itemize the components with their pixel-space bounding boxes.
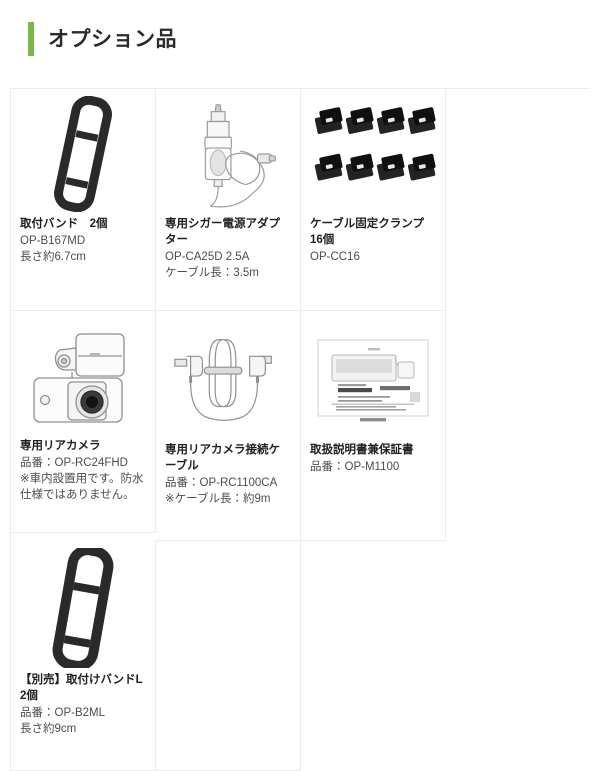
product-model: OP-CA25D 2.5A xyxy=(165,250,250,263)
product-spec: ケーブル長：3.5m xyxy=(165,266,259,279)
product-model: OP-CC16 xyxy=(310,250,360,263)
product-note: ※ケーブル長：約9m xyxy=(165,492,271,505)
product-cell[interactable]: 専用リアカメラ 品番：OP-RC24FHD ※車内設置用です。防水仕様ではありま… xyxy=(11,311,156,533)
product-note: ※車内設置用です。防水仕様ではありません。 xyxy=(20,472,144,501)
product-name: 専用シガー電源アダプター xyxy=(165,218,280,246)
product-text: 【別売】取付けバンドL 2個 品番：OP-B2ML 長さ約9cm xyxy=(20,673,146,737)
page-header: オプション品 xyxy=(0,0,600,56)
product-name: 取扱説明書兼保証書 xyxy=(310,444,414,456)
product-spec: 長さ約6.7cm xyxy=(20,250,86,263)
mounting-band-l-illustration xyxy=(20,547,146,669)
cable-clamp-illustration xyxy=(310,95,436,213)
product-cell[interactable]: ケーブル固定クランプ 16個 OP-CC16 xyxy=(301,89,446,311)
product-model: 品番：OP-B2ML xyxy=(20,706,105,719)
product-cell[interactable]: 取扱説明書兼保証書 品番：OP-M1100 xyxy=(301,311,446,541)
product-model: 品番：OP-M1100 xyxy=(310,460,400,473)
empty-cell xyxy=(156,541,301,771)
empty-cell-media xyxy=(165,547,291,669)
product-name: 取付バンド 2個 xyxy=(20,218,108,230)
product-text: ケーブル固定クランプ 16個 OP-CC16 xyxy=(310,217,436,266)
product-text: 取扱説明書兼保証書 品番：OP-M1100 xyxy=(310,443,436,476)
product-model: 品番：OP-RC1100CA xyxy=(165,476,278,489)
product-cell[interactable]: 【別売】取付けバンドL 2個 品番：OP-B2ML 長さ約9cm xyxy=(11,541,156,771)
instruction-manual-illustration xyxy=(310,317,436,439)
product-model: 品番：OP-RC24FHD xyxy=(20,456,128,469)
product-text: 専用リアカメラ 品番：OP-RC24FHD ※車内設置用です。防水仕様ではありま… xyxy=(20,439,146,503)
product-text: 専用シガー電源アダプター OP-CA25D 2.5A ケーブル長：3.5m xyxy=(165,217,291,281)
product-name: 【別売】取付けバンドL 2個 xyxy=(20,674,143,702)
mounting-band-illustration xyxy=(20,95,146,213)
product-text: 取付バンド 2個 OP-B167MD 長さ約6.7cm xyxy=(20,217,146,266)
rear-camera-cable-illustration xyxy=(165,317,291,439)
product-name: 専用リアカメラ接続ケーブル xyxy=(165,444,280,472)
cigarette-power-adapter-illustration xyxy=(165,95,291,213)
option-parts-grid: 取付バンド 2個 OP-B167MD 長さ約6.7cm xyxy=(10,88,590,771)
rear-camera-illustration xyxy=(20,317,146,435)
page-title: オプション品 xyxy=(48,27,177,51)
product-cell[interactable]: 取付バンド 2個 OP-B167MD 長さ約6.7cm xyxy=(11,89,156,311)
product-model: OP-B167MD xyxy=(20,234,86,247)
product-text: 専用リアカメラ接続ケーブル 品番：OP-RC1100CA ※ケーブル長：約9m xyxy=(165,443,291,507)
product-cell[interactable]: 専用リアカメラ接続ケーブル 品番：OP-RC1100CA ※ケーブル長：約9m xyxy=(156,311,301,541)
header-accent-bar xyxy=(28,22,34,56)
product-name: ケーブル固定クランプ 16個 xyxy=(310,218,424,246)
product-spec: 長さ約9cm xyxy=(20,722,77,735)
product-name: 専用リアカメラ xyxy=(20,440,101,452)
product-cell[interactable]: 専用シガー電源アダプター OP-CA25D 2.5A ケーブル長：3.5m xyxy=(156,89,301,311)
